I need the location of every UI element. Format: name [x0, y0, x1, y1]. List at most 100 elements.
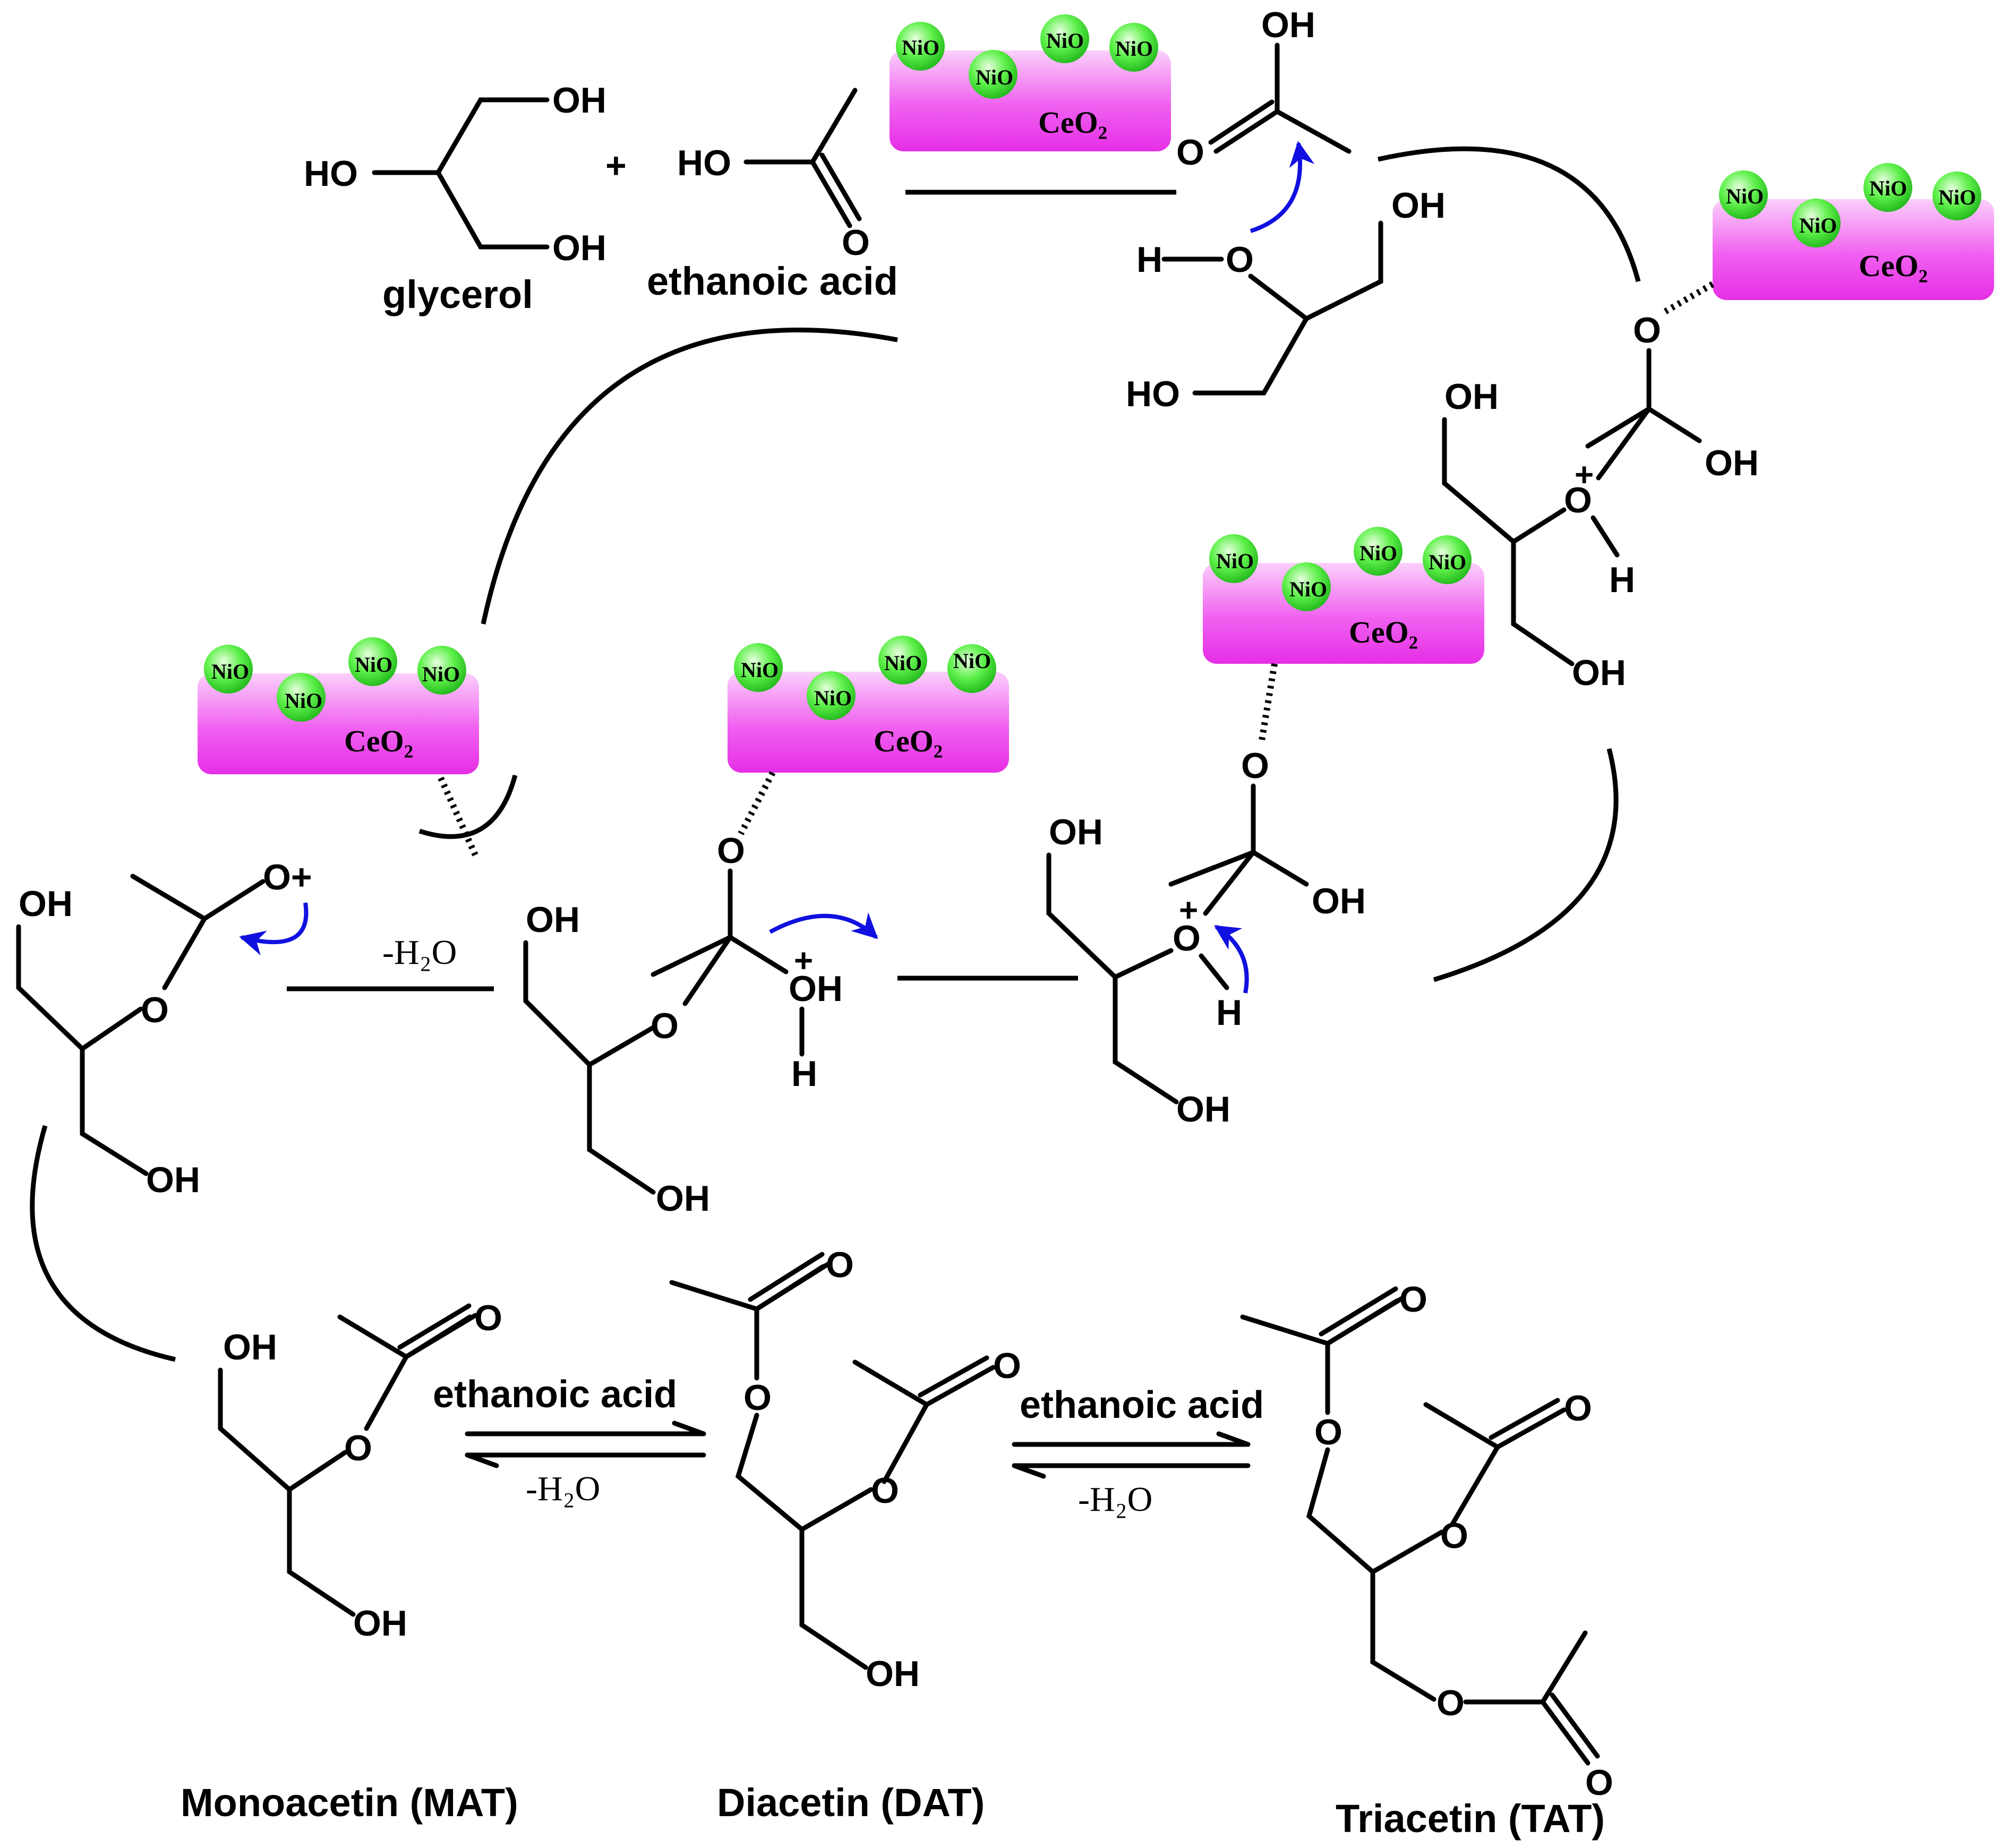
- svg-text:OH: OH: [552, 228, 606, 268]
- svg-text:H: H: [791, 1054, 817, 1094]
- svg-text:O: O: [1173, 918, 1201, 959]
- catalyst-release-bond: [438, 776, 478, 857]
- ethanoic-acid-structure: HO O ethanoic acid: [647, 88, 898, 303]
- svg-text:-H₂O: -H₂O: [1078, 1480, 1152, 1519]
- svg-text:NiO: NiO: [1046, 29, 1084, 53]
- svg-text:NiO: NiO: [1429, 550, 1466, 574]
- svg-text:OH: OH: [1572, 653, 1626, 693]
- svg-text:O: O: [344, 1428, 372, 1468]
- svg-text:NiO: NiO: [976, 65, 1013, 89]
- minus-water-label-1: -H₂O: [382, 933, 457, 972]
- svg-text:NiO: NiO: [1799, 213, 1837, 237]
- svg-text:Monoacetin (MAT): Monoacetin (MAT): [181, 1781, 518, 1825]
- svg-text:O: O: [1564, 1388, 1592, 1428]
- svg-text:H: H: [1136, 239, 1162, 280]
- svg-text:O: O: [826, 1245, 854, 1285]
- svg-text:NiO: NiO: [1289, 577, 1327, 601]
- activated-acid: OH O: [1176, 5, 1352, 173]
- svg-text:O: O: [1314, 1412, 1342, 1452]
- blue-electron-arrow-3: [769, 912, 878, 939]
- svg-text:O: O: [1399, 1279, 1427, 1320]
- intermediate-right: O OH O + H OH OH: [1442, 281, 1759, 693]
- svg-text:H: H: [1609, 560, 1635, 600]
- curved-arrow-top-right: [1378, 146, 1641, 283]
- svg-text:NiO: NiO: [422, 662, 460, 686]
- svg-text:O: O: [1226, 239, 1254, 280]
- oxocarbenium: O+ O OH OH: [16, 857, 312, 1200]
- svg-text:OH: OH: [1176, 1089, 1230, 1130]
- svg-text:O: O: [842, 223, 870, 263]
- curved-arrow-right-down: [1433, 748, 1619, 982]
- svg-text:+: +: [1575, 457, 1594, 493]
- svg-text:ethanoic acid: ethanoic acid: [647, 259, 898, 303]
- svg-text:CeO₂: CeO₂: [874, 724, 943, 758]
- svg-text:OH: OH: [1261, 5, 1315, 45]
- glycerol-attacking: H O OH HO: [1126, 185, 1446, 414]
- blue-electron-arrow-1: [1250, 141, 1315, 233]
- plus-sign: +: [605, 146, 627, 186]
- svg-text:OH: OH: [526, 900, 580, 940]
- svg-text:ethanoic acid: ethanoic acid: [1020, 1384, 1264, 1426]
- svg-text:+: +: [794, 943, 813, 979]
- svg-text:OH: OH: [552, 80, 606, 121]
- svg-text:NiO: NiO: [1938, 185, 1976, 209]
- svg-text:H: H: [1216, 993, 1242, 1033]
- svg-text:-H₂O: -H₂O: [526, 1469, 600, 1508]
- catalyst-release-arrow: [418, 774, 518, 839]
- svg-text:OH: OH: [1705, 443, 1759, 483]
- svg-text:O: O: [1436, 1683, 1465, 1723]
- svg-text:O: O: [717, 831, 745, 871]
- catalyst-right: NiO NiO NiO NiO CeO₂: [1713, 163, 1994, 300]
- diacetin-structure: O O OH O O Diacetin (DAT): [669, 1245, 1021, 1825]
- svg-text:CeO₂: CeO₂: [344, 724, 413, 758]
- svg-text:HO: HO: [677, 143, 731, 183]
- svg-text:OH: OH: [1312, 881, 1366, 921]
- svg-text:CeO₂: CeO₂: [1859, 249, 1928, 283]
- intermediate-mid-right: O OH O + H OH OH: [1046, 663, 1366, 1130]
- blue-electron-arrow-2: [1213, 925, 1249, 994]
- glycerol-structure: HO OH OH glycerol: [304, 80, 606, 316]
- blue-electron-arrow-4: [239, 902, 309, 956]
- svg-text:NiO: NiO: [953, 649, 991, 673]
- svg-text:NiO: NiO: [285, 689, 322, 713]
- triacetin-structure: O O O O O O Triacetin (TAT): [1240, 1279, 1613, 1841]
- svg-text:O: O: [993, 1346, 1021, 1386]
- svg-text:OH: OH: [1391, 185, 1446, 226]
- svg-text:O: O: [474, 1298, 502, 1338]
- equilibrium-2: ethanoic acid -H₂O: [1012, 1384, 1264, 1519]
- svg-text:O: O: [141, 990, 169, 1030]
- svg-text:OH: OH: [1444, 377, 1499, 417]
- svg-text:O: O: [1585, 1763, 1613, 1803]
- svg-text:O: O: [651, 1006, 679, 1046]
- svg-text:Diacetin (DAT): Diacetin (DAT): [717, 1781, 985, 1825]
- svg-text:O: O: [743, 1378, 772, 1418]
- curved-arrow-left-down: [30, 1125, 176, 1362]
- svg-text:OH: OH: [146, 1160, 200, 1200]
- catalyst-top: NiO NiO NiO NiO CeO₂: [890, 14, 1171, 151]
- svg-text:NiO: NiO: [1216, 549, 1254, 573]
- catalyst-mid-right: NiO NiO NiO NiO CeO₂: [1203, 527, 1484, 664]
- catalyst-mid: NiO NiO NiO NiO CeO₂: [728, 636, 1009, 773]
- svg-text:ethanoic acid: ethanoic acid: [433, 1373, 677, 1416]
- svg-text:O: O: [1176, 132, 1204, 173]
- svg-text:O+: O+: [263, 857, 312, 897]
- svg-text:glycerol: glycerol: [382, 272, 533, 316]
- svg-text:O: O: [1633, 310, 1661, 350]
- svg-text:OH: OH: [353, 1603, 407, 1644]
- svg-text:CeO₂: CeO₂: [1349, 615, 1418, 649]
- svg-text:NiO: NiO: [1359, 541, 1397, 565]
- svg-text:OH: OH: [19, 884, 73, 924]
- svg-text:CeO₂: CeO₂: [1038, 105, 1107, 140]
- svg-text:HO: HO: [1126, 374, 1180, 414]
- svg-text:OH: OH: [656, 1178, 710, 1219]
- svg-text:NiO: NiO: [902, 36, 939, 59]
- svg-text:NiO: NiO: [741, 658, 779, 682]
- svg-text:NiO: NiO: [884, 651, 922, 675]
- svg-text:+: +: [1179, 892, 1198, 929]
- monoacetin-structure: O O OH OH Monoacetin (MAT): [181, 1298, 518, 1825]
- intermediate-mid: O O OH + H OH OH: [523, 771, 843, 1219]
- svg-text:O: O: [1241, 746, 1269, 786]
- svg-text:HO: HO: [304, 153, 358, 194]
- svg-text:O: O: [1564, 480, 1592, 520]
